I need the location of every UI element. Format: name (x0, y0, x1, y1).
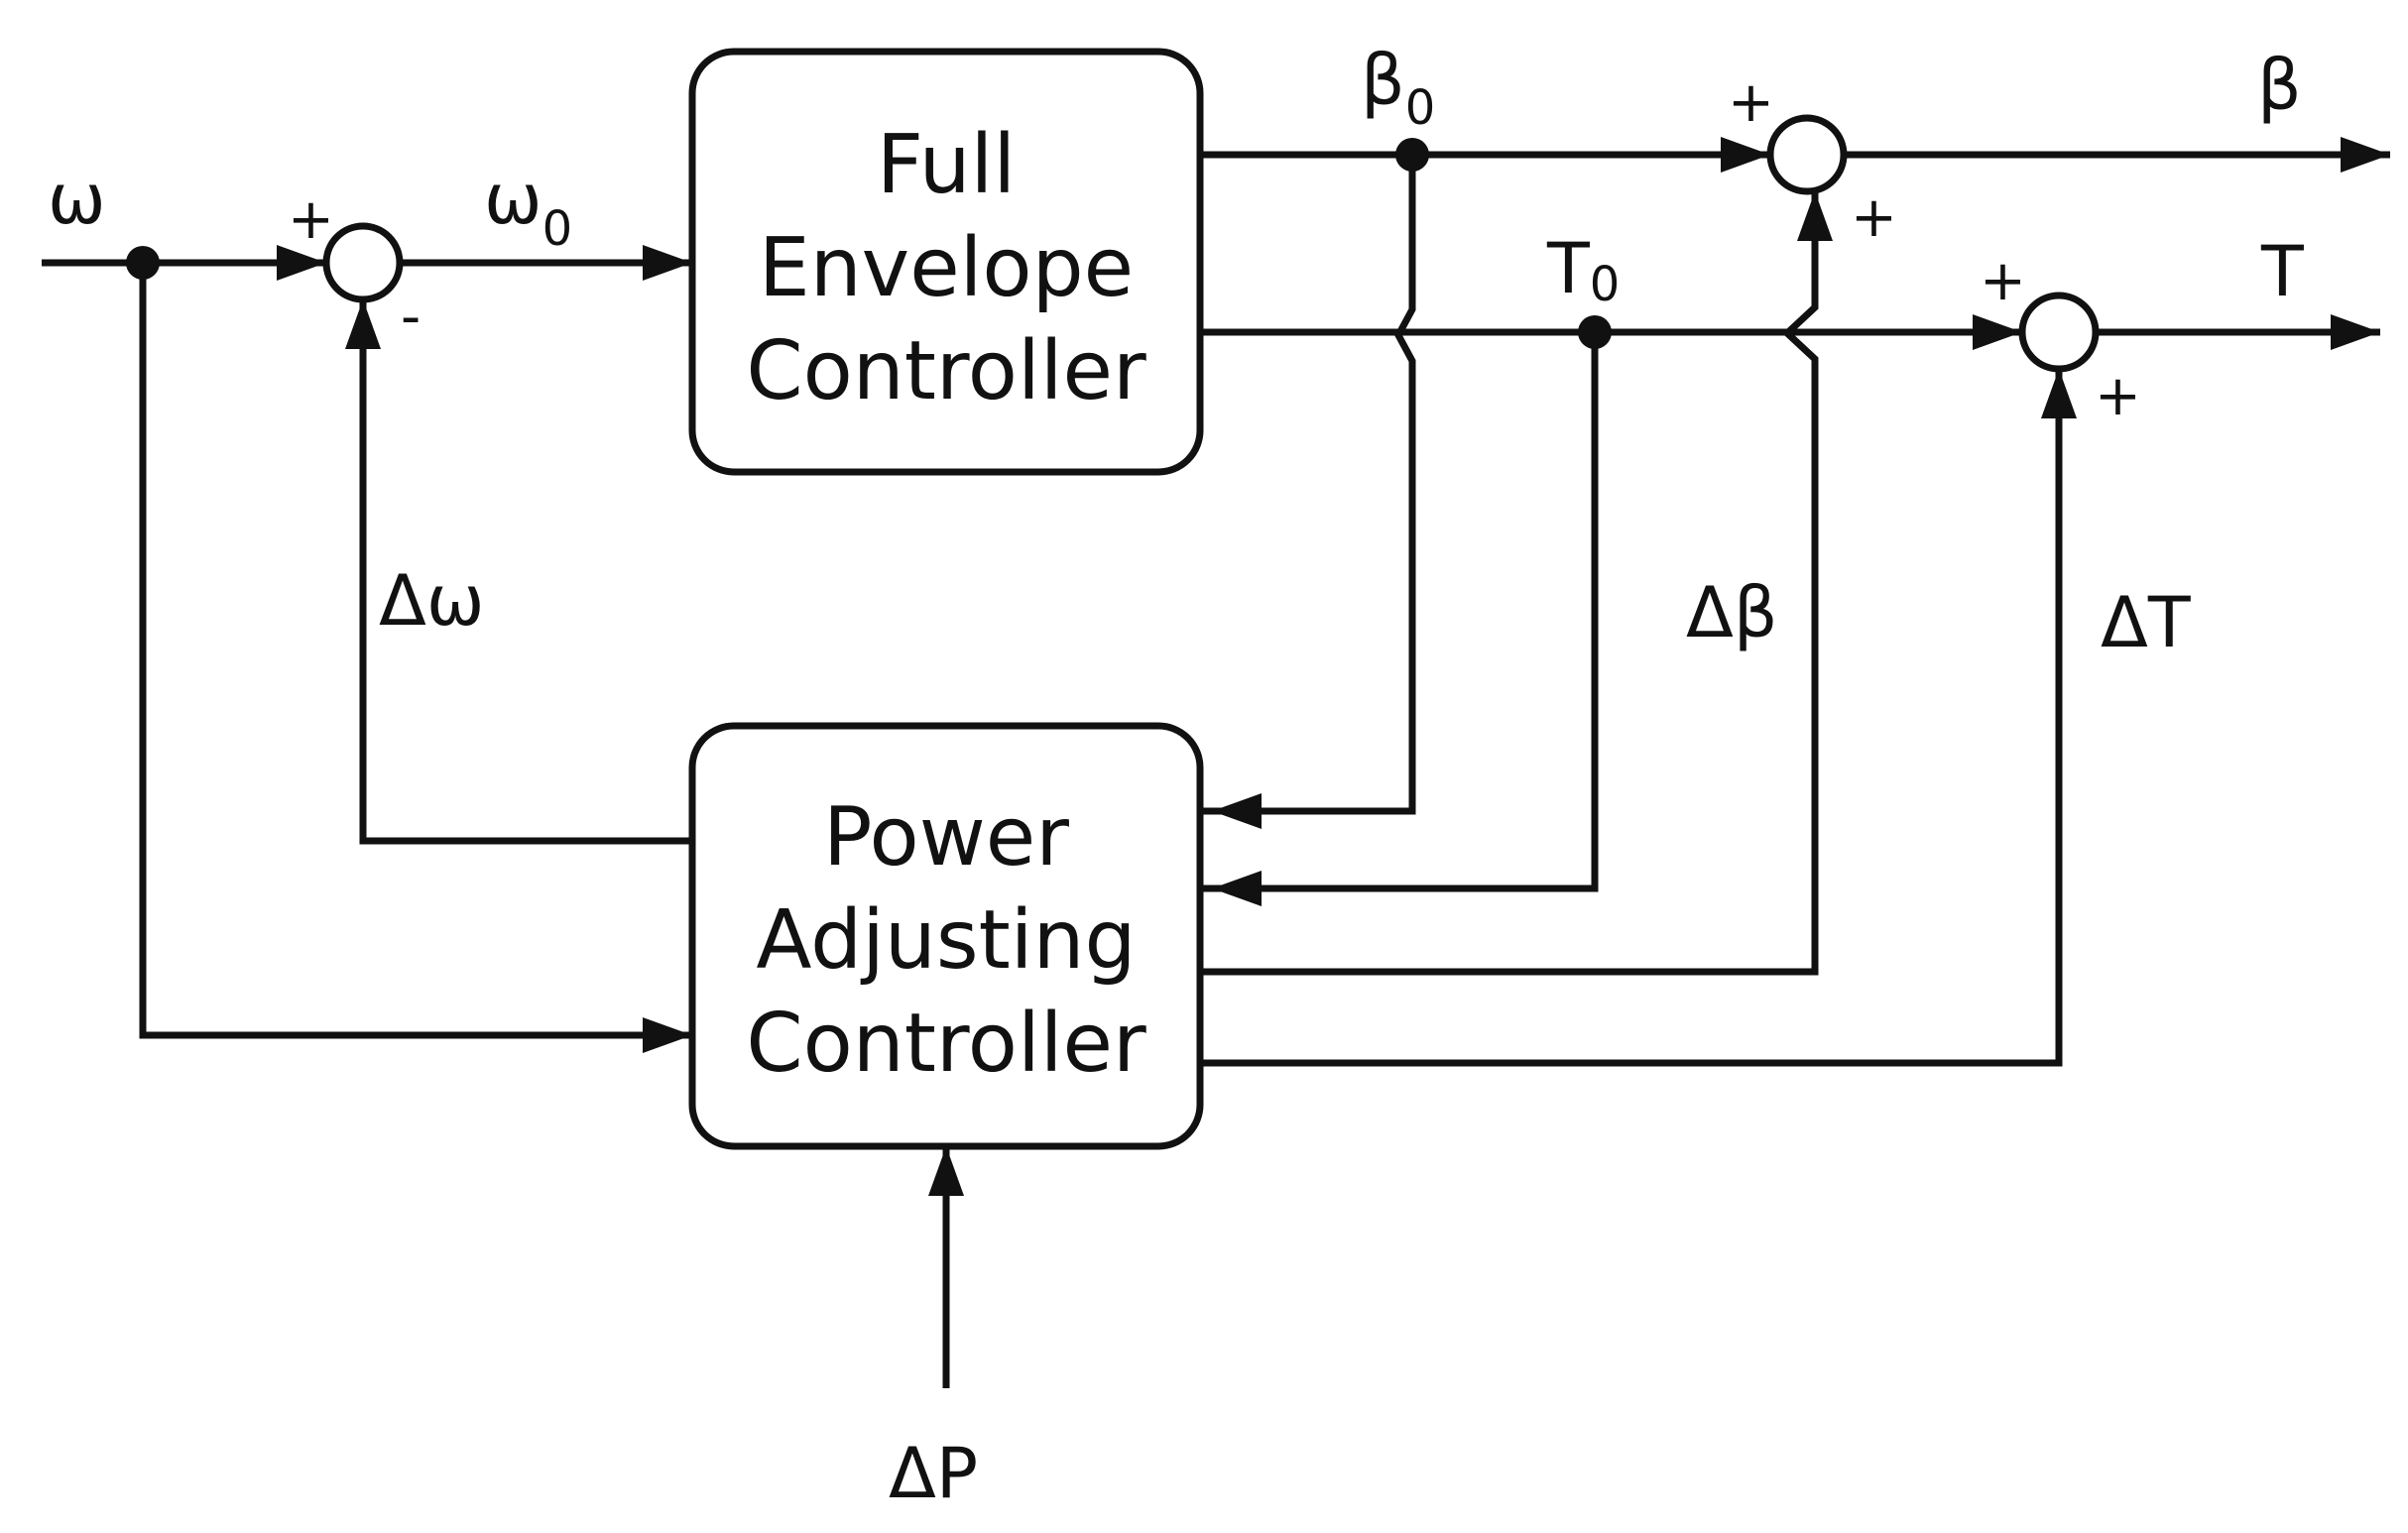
signal-label-t: T (2260, 231, 2304, 312)
summing-junction-omega (322, 222, 404, 303)
signal-label-delta-p: ΔP (889, 1433, 978, 1514)
signal-label-omega0: ω0 (484, 159, 572, 257)
sign-sum1-plus: + (288, 187, 334, 252)
wire-delta-t (1200, 369, 2063, 1067)
arrowhead-delta-beta-into-sum2 (1797, 191, 1833, 241)
summing-junction-beta (1766, 114, 1848, 195)
arrowhead-beta-output (2341, 137, 2390, 173)
pac-label-line3: Controller (746, 997, 1146, 1091)
wire-beta0-to-pac (1200, 155, 1416, 815)
arrowhead-beta0-into-sum2 (1721, 137, 1770, 173)
arrowhead-beta0-into-pac (1212, 793, 1262, 829)
wire-delta-beta (1200, 191, 1819, 976)
sign-sum1-minus: - (401, 285, 421, 349)
pac-label-line1: Power (823, 790, 1069, 884)
junction-dot-omega (126, 246, 160, 280)
signal-label-beta0: β0 (1361, 40, 1435, 136)
sign-sum3-plus-bottom: + (2095, 364, 2141, 428)
arrowhead-into-fec (643, 245, 692, 281)
sign-sum2-plus-top: + (1728, 70, 1774, 135)
sign-sum3-plus-top: + (1980, 249, 2026, 313)
arrowhead-t0-into-pac (1212, 871, 1262, 906)
junction-dot-beta0 (1395, 138, 1429, 172)
signal-label-beta: β (2257, 45, 2302, 126)
wire-delta-omega-feedback (359, 299, 692, 845)
arrowhead-feedback-into-sum1 (345, 299, 381, 349)
arrowhead-omega-into-pac (643, 1017, 692, 1053)
signal-label-delta-beta: Δβ (1686, 572, 1778, 653)
junction-dot-t0 (1578, 315, 1612, 349)
arrowhead-into-sum1 (277, 245, 326, 281)
fec-label-line1: Full (877, 118, 1016, 212)
sign-sum2-plus-bottom: + (1851, 185, 1897, 250)
summing-junction-torque (2018, 292, 2100, 373)
fec-label-line3: Controller (746, 324, 1146, 418)
wire-omega-to-pac (139, 263, 692, 1039)
arrowhead-delta-p-into-pac (928, 1146, 964, 1196)
arrowhead-t0-into-sum3 (1973, 314, 2022, 350)
arrowhead-delta-t-into-sum3 (2041, 369, 2077, 418)
signal-label-omega: ω (48, 159, 106, 240)
fec-label-line2: Envelope (759, 221, 1134, 315)
pac-label-line2: Adjusting (756, 893, 1136, 988)
wire-t0-to-pac (1200, 332, 1599, 892)
signal-label-delta-omega: Δω (379, 560, 485, 642)
signal-label-t0: T0 (1546, 228, 1620, 312)
arrowhead-t-output (2331, 314, 2380, 350)
signal-label-delta-t: ΔT (2101, 582, 2191, 663)
